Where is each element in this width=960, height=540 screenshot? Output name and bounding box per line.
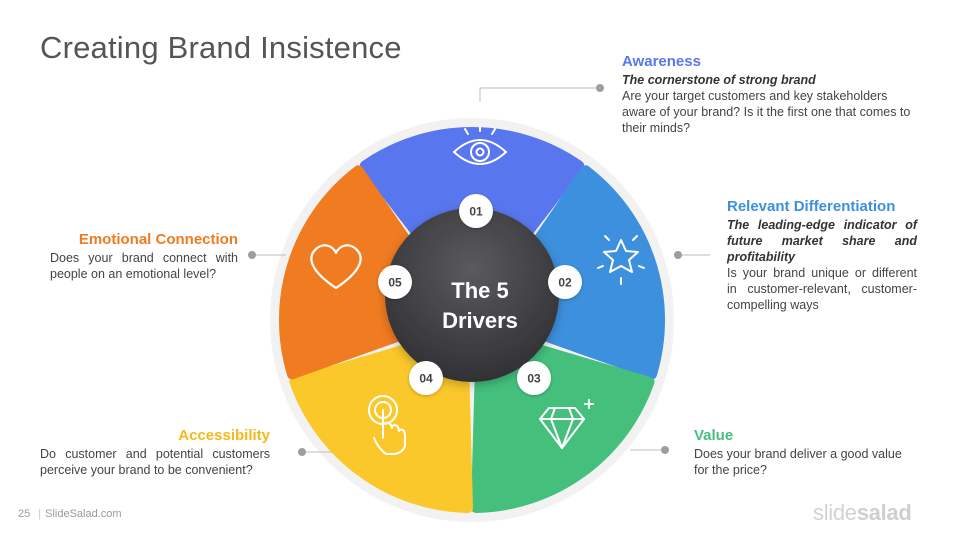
number-badge-circle — [548, 265, 582, 299]
driver-accessibility-text: Accessibility Do customer and potential … — [40, 426, 270, 478]
diamond-icon — [539, 399, 594, 449]
driver-differentiation-text: Relevant Differentiation The leading-edg… — [727, 197, 917, 313]
number-badge: 02 — [548, 265, 582, 299]
driver-description: Does your brand deliver a good value for… — [694, 447, 902, 477]
number-badge-circle — [378, 265, 412, 299]
number-badge: 04 — [409, 361, 443, 395]
number-badge-label: 01 — [469, 205, 483, 219]
footer: 25|SlideSalad.com — [18, 508, 122, 520]
driver-heading: Value — [694, 427, 734, 444]
footer-source: SlideSalad.com — [45, 508, 122, 520]
number-badge-circle — [459, 194, 493, 228]
page-number: 25 — [18, 508, 31, 520]
driver-value-text: Value Does your brand deliver a good val… — [694, 426, 919, 478]
brand-logo: slidesalad — [813, 500, 912, 525]
eye-icon — [452, 124, 508, 165]
number-badge-circle — [517, 361, 551, 395]
driver-subheading: The leading-edge indicator of future mar… — [727, 218, 917, 264]
star-icon — [597, 235, 645, 285]
number-badge: 05 — [378, 265, 412, 299]
driver-description: Is your brand unique or different in cus… — [727, 266, 917, 312]
driver-heading: Relevant Differentiation — [727, 198, 896, 215]
center-label-line1: The 5 — [451, 278, 508, 303]
center-label-line2: Drivers — [442, 308, 518, 333]
driver-heading: Awareness — [622, 53, 701, 70]
number-badge-circle — [409, 361, 443, 395]
driver-emotional-text: Emotional Connection Does your brand con… — [50, 230, 238, 282]
driver-subheading: The cornerstone of strong brand — [622, 73, 816, 87]
number-badge-label: 05 — [388, 276, 402, 290]
touch-icon — [368, 395, 406, 455]
driver-description: Are your target customers and key stakeh… — [622, 89, 911, 135]
heart-icon — [310, 244, 362, 290]
number-badge: 01 — [459, 194, 493, 228]
number-badge-label: 02 — [558, 276, 572, 290]
driver-description: Do customer and potential customers perc… — [40, 447, 270, 477]
driver-description: Does your brand connect with people on a… — [50, 251, 238, 281]
driver-heading: Emotional Connection — [78, 231, 238, 248]
driver-awareness-text: Awareness The cornerstone of strong bran… — [622, 52, 917, 136]
connector-dots — [248, 84, 682, 456]
number-badge-label: 04 — [419, 372, 433, 386]
driver-heading: Accessibility — [178, 427, 270, 444]
center-circle — [385, 208, 559, 382]
number-badge-label: 03 — [527, 372, 541, 386]
slide-title: Creating Brand Insistence — [40, 30, 402, 65]
number-badge: 03 — [517, 361, 551, 395]
